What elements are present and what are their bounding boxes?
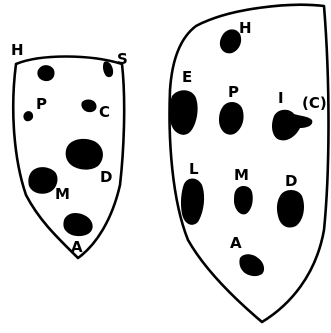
right-label-a: A bbox=[230, 234, 242, 252]
left-label-h: H bbox=[11, 41, 24, 59]
right-label-p: P bbox=[228, 83, 239, 101]
right-label-l: L bbox=[189, 160, 199, 178]
right-label-e: E bbox=[182, 68, 192, 86]
left-spot-d bbox=[66, 139, 103, 170]
right-label-i: I bbox=[278, 89, 284, 107]
right-label-d: D bbox=[285, 172, 297, 190]
left-label-a: A bbox=[71, 238, 83, 256]
right-label-m: M bbox=[234, 166, 249, 184]
left-shape: H S P C D M A bbox=[11, 41, 128, 258]
right-label-h: H bbox=[239, 19, 252, 37]
left-label-p: P bbox=[36, 95, 47, 113]
left-label-s: S bbox=[117, 50, 128, 68]
left-label-d: D bbox=[100, 168, 112, 186]
left-label-c: C bbox=[99, 103, 110, 121]
right-label-c: (C) bbox=[302, 94, 327, 112]
left-label-m: M bbox=[55, 185, 70, 203]
right-shape: H E P I (C) L M D A bbox=[170, 5, 329, 322]
